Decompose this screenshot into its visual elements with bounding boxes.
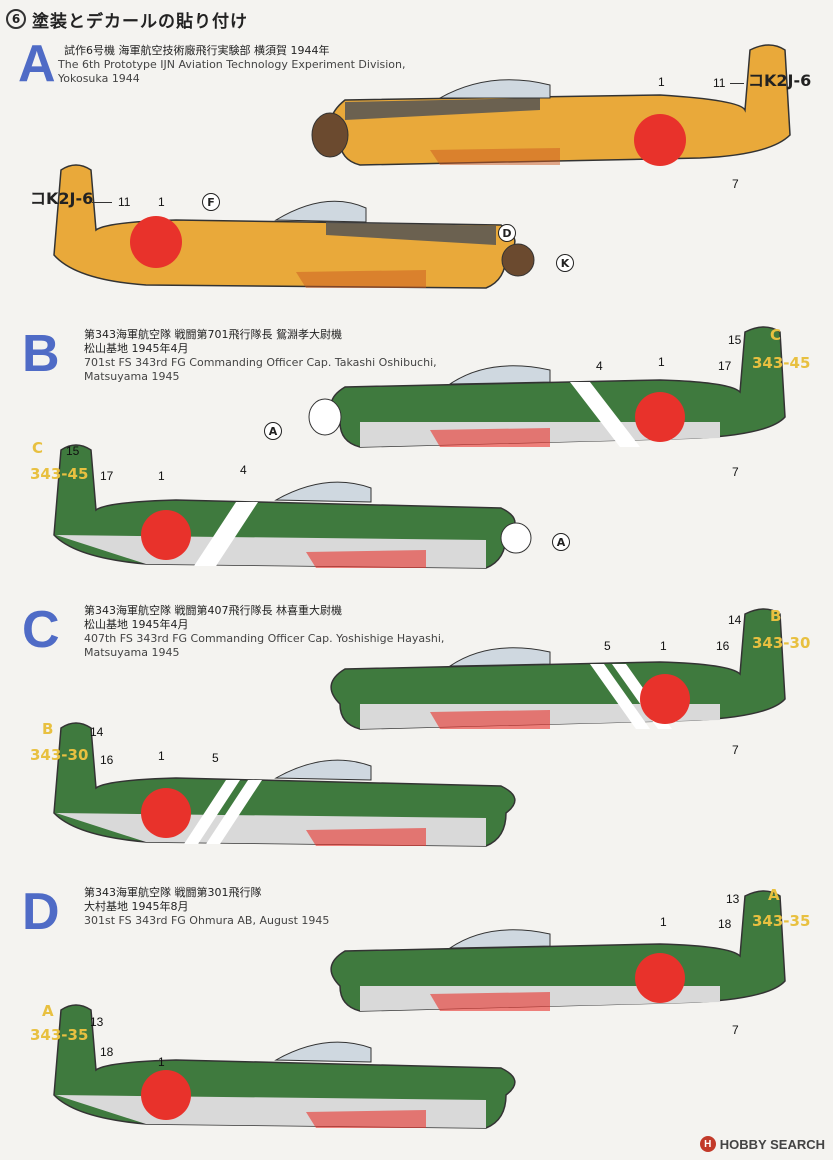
logo-mark-icon: H	[699, 1136, 716, 1152]
callout-b-left-band: 4	[240, 463, 247, 477]
tail-code-a-left: コK2J-6	[30, 189, 94, 208]
plane-a-left-profile	[53, 164, 535, 289]
callout-a-right-bottom: 7	[732, 177, 739, 191]
callout-c-left-letter: 14	[90, 725, 104, 739]
tail-letter-c-right: B	[770, 607, 782, 625]
tail-code-d-right: 343-35	[752, 912, 811, 930]
callout-b-left-letter: 15	[66, 444, 80, 458]
callout-a-left-f: F	[202, 193, 220, 211]
scheme-d-caption-jp1: 第343海軍航空隊 戦闘第301飛行隊	[84, 886, 262, 899]
callout-b-right-band: 4	[596, 359, 603, 373]
tail-letter-b-left: C	[32, 439, 44, 457]
plane-b-right-profile	[308, 326, 786, 448]
plane-a-right-profile	[311, 44, 791, 166]
plane-c-left-profile	[53, 722, 516, 847]
callout-a-left-tail-line	[92, 202, 112, 203]
scheme-letter-a: A	[18, 35, 56, 93]
callout-a-right-tail-line	[730, 83, 744, 84]
tail-code-a-right: コK2J-6	[748, 71, 812, 90]
callout-c-right-letter: 14	[728, 613, 742, 627]
tail-code-b-right: 343-45	[752, 354, 811, 372]
callout-d-left-letter: 13	[90, 1015, 104, 1029]
callout-d-right-hinomaru: 1	[660, 915, 667, 929]
callout-b-left-hinomaru: 1	[158, 469, 165, 483]
callout-b-left-code: 17	[100, 469, 114, 483]
scheme-c-caption-en2: Matsuyama 1945	[84, 646, 180, 659]
callout-a-left-d: D	[498, 224, 516, 242]
callout-c-right-hinomaru: 1	[660, 639, 667, 653]
scheme-b-caption-jp1: 第343海軍航空隊 戦闘第701飛行隊長 鴛淵孝大尉機	[84, 328, 342, 341]
callout-d-left-code: 18	[100, 1045, 114, 1059]
callout-b-left-a: A	[552, 533, 570, 551]
callout-c-left-hinomaru: 1	[158, 749, 165, 763]
tail-code-c-right: 343-30	[752, 634, 811, 652]
scheme-a-caption-jp: 試作6号機 海軍航空技術廠飛行実験部 横須賀 1944年	[64, 44, 330, 57]
callout-d-right-code: 18	[718, 917, 732, 931]
scheme-b-caption-jp2: 松山基地 1945年4月	[84, 342, 189, 355]
callout-b-right-hinomaru: 1	[658, 355, 665, 369]
scheme-d-caption-en1: 301st FS 343rd FG Ohmura AB, August 1945	[84, 914, 330, 927]
tail-letter-b-right: C	[770, 326, 782, 344]
scheme-c-caption-jp2: 松山基地 1945年4月	[84, 618, 189, 631]
tail-code-c-left: 343-30	[30, 746, 89, 764]
callout-d-right-letter: 13	[726, 892, 740, 906]
logo-text: HOBBY SEARCH	[719, 1136, 825, 1152]
callout-b-right-a: A	[264, 422, 282, 440]
hobby-search-logo: H HOBBY SEARCH	[699, 1136, 825, 1152]
callout-c-right-bottom: 7	[732, 743, 739, 757]
scheme-letter-c: C	[22, 601, 60, 659]
scheme-c-caption-jp1: 第343海軍航空隊 戦闘第407飛行隊長 林喜重大尉機	[84, 604, 342, 617]
tail-code-b-left: 343-45	[30, 465, 89, 483]
callout-a-left-tail: 11	[118, 195, 131, 209]
scheme-c-caption-en1: 407th FS 343rd FG Commanding Officer Cap…	[84, 632, 445, 645]
callout-c-left-code: 16	[100, 753, 114, 767]
callout-c-right-code: 16	[716, 639, 730, 653]
plane-d-left-profile	[53, 1004, 516, 1129]
plane-d-right-profile	[330, 890, 786, 1012]
scheme-letter-d: D	[22, 883, 60, 941]
plane-b-left-profile	[53, 444, 532, 569]
scheme-a-caption-en1: The 6th Prototype IJN Aviation Technolog…	[58, 58, 406, 71]
callout-b-right-code: 17	[718, 359, 732, 373]
page-header: 6 塗装とデカールの貼り付け	[6, 6, 248, 32]
callout-d-left-hinomaru: 1	[158, 1055, 165, 1069]
page-title: 塗装とデカールの貼り付け	[32, 11, 248, 32]
callout-a-left-k: K	[556, 254, 574, 272]
scheme-letter-b: B	[22, 325, 60, 383]
scheme-a-caption-en2: Yokosuka 1944	[58, 72, 140, 85]
step-badge: 6	[6, 9, 26, 29]
scheme-b-caption-en1: 701st FS 343rd FG Commanding Officer Cap…	[84, 356, 437, 369]
tail-letter-d-right: A	[768, 886, 780, 904]
tail-code-d-left: 343-35	[30, 1026, 89, 1044]
tail-letter-d-left: A	[42, 1002, 54, 1020]
callout-a-left-hinomaru: 1	[158, 195, 165, 209]
callout-c-left-band: 5	[212, 751, 219, 765]
scheme-b-caption-en2: Matsuyama 1945	[84, 370, 180, 383]
callout-b-right-bottom: 7	[732, 465, 739, 479]
callout-a-right-tail: 11	[713, 76, 726, 90]
tail-letter-c-left: B	[42, 720, 54, 738]
callout-c-right-band: 5	[604, 639, 611, 653]
callout-b-right-letter: 15	[728, 333, 742, 347]
scheme-d-caption-jp2: 大村基地 1945年8月	[84, 900, 189, 913]
callout-d-right-bottom: 7	[732, 1023, 739, 1037]
plane-c-right-profile	[330, 608, 786, 730]
callout-a-right-hinomaru: 1	[658, 75, 665, 89]
